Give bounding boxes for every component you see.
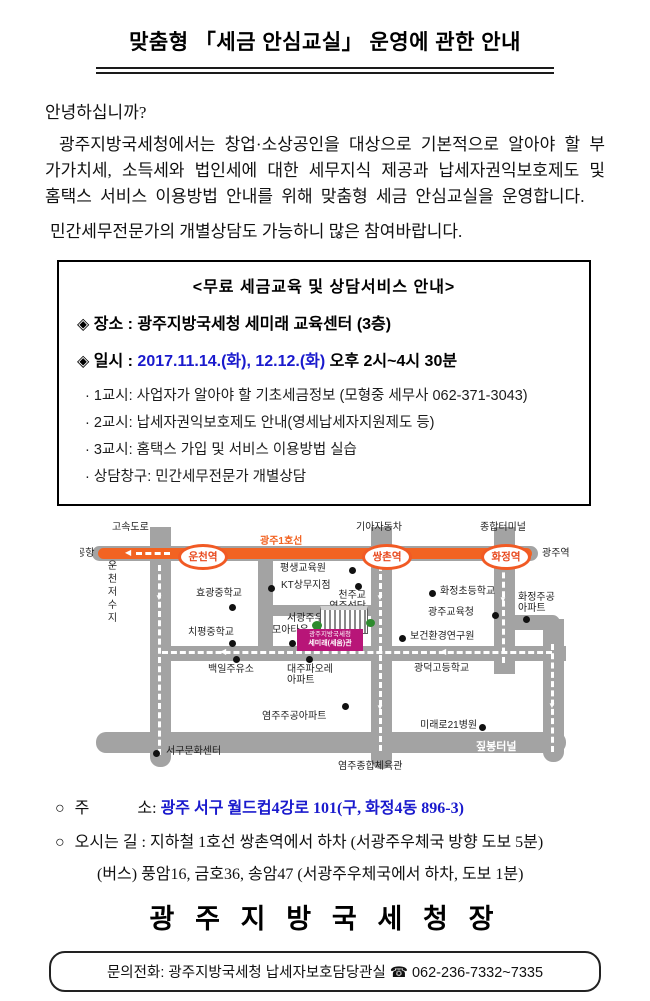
subway-line-label: 광주1호선	[260, 536, 303, 547]
poi-dot	[479, 724, 486, 731]
directions-value: 지하철 1호선 쌍촌역에서 하차 (서광주우체국 방향 도보 5분)	[150, 834, 544, 851]
reservoir-label: 운천저수지	[105, 560, 116, 625]
poi-dot	[523, 616, 530, 623]
poi-dot	[229, 640, 236, 647]
address-value: 광주 서구 월드컵4강로 101(구, 화정4동 896-3)	[160, 800, 464, 817]
tax-office-hall: 세미래(세움)관	[308, 640, 352, 647]
circle-bullet-icon: ○	[55, 800, 65, 817]
poi-dot	[233, 656, 240, 663]
route-arrow-left-icon: ◀	[440, 647, 447, 656]
info-box-title: <무료 세금교육 및 상담서비스 안내>	[192, 279, 456, 296]
contact-phone-number: 062-236-7332~7335	[411, 965, 544, 981]
free-education-info-box: <무료 세금교육 및 상담서비스 안내> ◈ 장소 : 광주지방국세청 세미래 …	[57, 260, 591, 506]
subway-line-1	[98, 548, 532, 559]
signature-commissioner: 광 주 지 방 국 세 청 장	[149, 904, 501, 934]
directions-label: 오시는 길 :	[74, 834, 146, 851]
route-dash-right	[551, 644, 554, 752]
course-item-2: · 2교시: 납세자권익보호제도 안내(영세납세자지원제도 등)	[85, 415, 435, 431]
circle-bullet-icon: ○	[55, 834, 65, 851]
directions-line: ○ 오시는 길 : 지하철 1호선 쌍촌역에서 하차 (서광주우체국 방향 도보 …	[55, 828, 650, 852]
poi-label: 평생교육원	[280, 563, 326, 574]
route-arrow-down-icon: ▼	[499, 595, 507, 604]
terminal-right-label: 광주역	[542, 548, 570, 559]
date-highlight: 2017.11.14.(화), 12.12.(화)	[137, 353, 326, 370]
course-item-1: · 1교시: 사업자가 알아야 할 기초세금정보 (모형중 세무사 062-37…	[85, 388, 528, 404]
route-arrow-down-icon: ▼	[376, 593, 384, 602]
poi-dot	[289, 640, 296, 647]
poi-dot	[153, 750, 160, 757]
tax-office-name: 광주지방국세청	[309, 631, 351, 638]
tree-icon	[366, 619, 375, 627]
contact-text: 문의전화: 광주지방국세청 납세자보호담당관실	[106, 965, 386, 981]
station-hwajeong: 화정역	[481, 544, 531, 570]
page-title: 맞춤형 「세금 안심교실」 운영에 관한 안내	[129, 31, 521, 54]
poi-label: 화정초등학교	[440, 586, 496, 597]
poi-label: 보건환경연구원	[410, 631, 475, 642]
poi-label: 백일주유소	[208, 664, 254, 675]
tree-icon	[312, 621, 322, 630]
route-dash-ssangchon	[379, 565, 382, 751]
route-dash-line	[136, 552, 170, 555]
poi-dot	[349, 567, 356, 574]
station-ssangchon: 쌍촌역	[362, 544, 412, 570]
poi-dot	[429, 590, 436, 597]
course-list: · 1교시: 사업자가 알아야 할 기초세금정보 (모형중 세무사 062-37…	[85, 383, 575, 491]
poi-label: 서광주우체국	[287, 613, 343, 624]
location-map: ▼ ▼ ▼ ▼ ▼ ◀ ◀ ◀ 광주1호선 운천역 쌍촌역 화정역 공항 광주역…	[80, 514, 572, 784]
poi-dot	[306, 656, 313, 663]
poi-label: 염주주공아파트	[262, 711, 327, 722]
date-line: ◈ 일시 : 2017.11.14.(화), 12.12.(화) 오후 2시~4…	[77, 347, 575, 371]
route-arrow-down-icon: ▼	[376, 703, 384, 712]
course-item-3: · 3교시: 홈택스 가입 및 서비스 이용방법 실습	[85, 442, 357, 458]
closing-sentence: 민간세무전문가의 개별상담도 가능하니 많은 참여바랍니다.	[50, 222, 463, 241]
poi-dot	[268, 585, 275, 592]
poi-label: 광주교육청	[428, 607, 474, 618]
place-line: ◈ 장소 : 광주지방국세청 세미래 교육센터 (3층)	[77, 316, 392, 333]
poi-label: 미래로21병원	[420, 720, 478, 731]
intro-paragraph: 광주지방국세청에서는 창업·소상공인을 대상으로 기본적으로 알아야 할 부가가…	[45, 135, 605, 206]
top-label-kia: 기아자동차	[356, 522, 402, 533]
terminal-left-label: 공항	[80, 548, 95, 559]
route-dash-highway	[158, 565, 161, 755]
poi-label: 효광중학교	[196, 588, 242, 599]
poi-label: 대주파오레 아파트	[287, 664, 333, 686]
top-label-expressway: 고속도로	[112, 522, 149, 533]
address-label: 주 소:	[74, 800, 157, 817]
address-line: ○ 주 소: 광주 서구 월드컵4강로 101(구, 화정4동 896-3)	[55, 794, 650, 818]
poi-label: 염주종합체육관	[338, 761, 403, 772]
bus-directions-line: (버스) 풍암16, 금호36, 송암47 (서광주우체국에서 하차, 도보 1…	[97, 866, 524, 883]
greeting-text: 안녕하십니까?	[45, 103, 147, 122]
date-prefix: ◈ 일시 :	[77, 353, 138, 370]
tax-office-label: 광주지방국세청 세미래(세움)관	[297, 629, 363, 651]
station-uncheon: 운천역	[178, 544, 228, 570]
course-item-4: · 상담창구: 민간세무전문가 개별상담	[85, 469, 307, 485]
route-arrow-down-icon: ▼	[155, 593, 163, 602]
poi-dot	[492, 612, 499, 619]
poi-label: 모아타운	[272, 625, 309, 636]
road-tunnel	[96, 732, 566, 753]
poi-dot	[355, 583, 362, 590]
poi-dot	[399, 635, 406, 642]
tunnel-label: 짚봉터널	[476, 741, 517, 753]
phone-icon: ☎	[389, 965, 408, 981]
poi-label: 광덕고등학교	[414, 663, 470, 674]
top-label-terminal: 종합터미널	[480, 522, 526, 533]
poi-label: 화정주공 아파트	[518, 592, 555, 614]
route-arrow-left-icon: ◀	[220, 647, 227, 656]
poi-label: 서구문화센터	[166, 746, 222, 757]
title-double-rule	[96, 67, 554, 74]
route-dash-office-road	[162, 651, 552, 654]
poi-label: 치평중학교	[188, 627, 234, 638]
contact-info-box: 문의전화: 광주지방국세청 납세자보호담당관실 ☎ 062-236-7332~7…	[49, 951, 601, 992]
poi-dot	[342, 703, 349, 710]
poi-dot	[229, 604, 236, 611]
route-arrow-left-icon: ◀	[125, 548, 132, 557]
poi-label: KT상무지점	[281, 580, 331, 591]
route-dash-hwajeong	[502, 563, 505, 663]
route-arrow-down-icon: ▼	[548, 701, 556, 710]
date-suffix: 오후 2시~4시 30분	[325, 353, 458, 370]
